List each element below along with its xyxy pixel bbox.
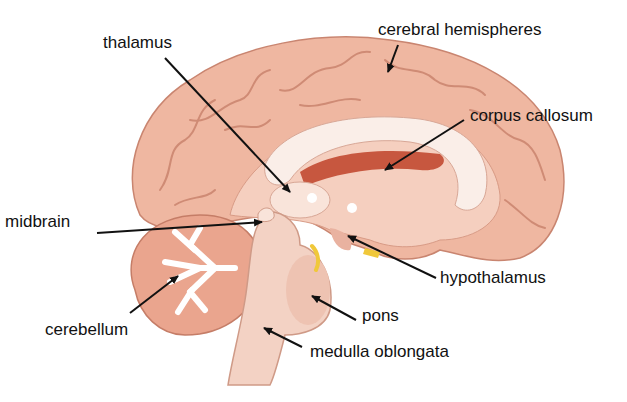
leader-line — [385, 120, 464, 170]
part-label: thalamus — [103, 33, 172, 53]
leader-line — [165, 58, 290, 192]
part-label: medulla oblongata — [310, 342, 449, 362]
leader-line — [97, 222, 262, 233]
leader-line — [264, 328, 302, 347]
part-label: midbrain — [5, 212, 70, 232]
part-label: pons — [362, 306, 399, 326]
part-label: cerebellum — [45, 320, 128, 340]
part-label: hypothalamus — [440, 268, 546, 288]
part-label: cerebral hemispheres — [378, 20, 541, 40]
leader-line — [388, 45, 398, 72]
leader-line — [130, 276, 178, 313]
leader-line — [348, 236, 436, 278]
leader-line — [312, 296, 356, 320]
part-label: corpus callosum — [470, 106, 593, 126]
